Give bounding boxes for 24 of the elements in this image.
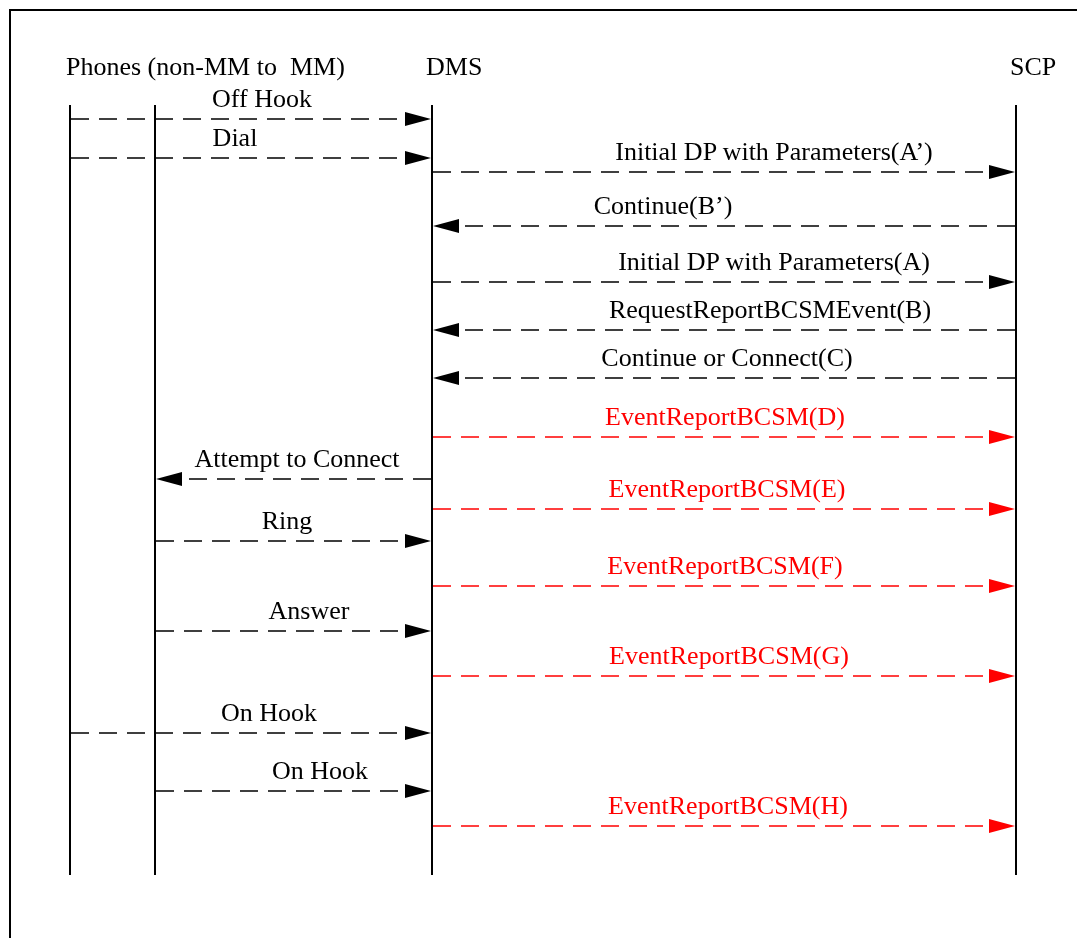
message-arrow <box>155 784 432 798</box>
lifeline <box>154 105 156 875</box>
lifeline <box>431 105 433 875</box>
message-arrow <box>155 624 432 638</box>
message-arrow <box>155 472 432 486</box>
lifeline-heading: DMS <box>426 52 483 82</box>
lifeline-heading: Phones (non-MM to MM) <box>66 52 345 82</box>
message-arrow <box>432 371 1016 385</box>
message-arrow <box>70 726 432 740</box>
message-arrow <box>70 112 432 126</box>
message-arrow <box>432 579 1016 593</box>
message-arrow <box>432 819 1016 833</box>
message-arrow <box>432 275 1016 289</box>
lifeline-heading: SCP <box>1010 52 1057 82</box>
message-arrow <box>155 534 432 548</box>
message-arrow <box>432 165 1016 179</box>
lifeline <box>69 105 71 875</box>
message-arrow <box>432 669 1016 683</box>
message-arrow <box>432 430 1016 444</box>
message-arrow <box>432 323 1016 337</box>
message-arrow <box>432 219 1016 233</box>
message-arrow <box>432 502 1016 516</box>
message-arrow <box>70 151 432 165</box>
lifeline <box>1015 105 1017 875</box>
